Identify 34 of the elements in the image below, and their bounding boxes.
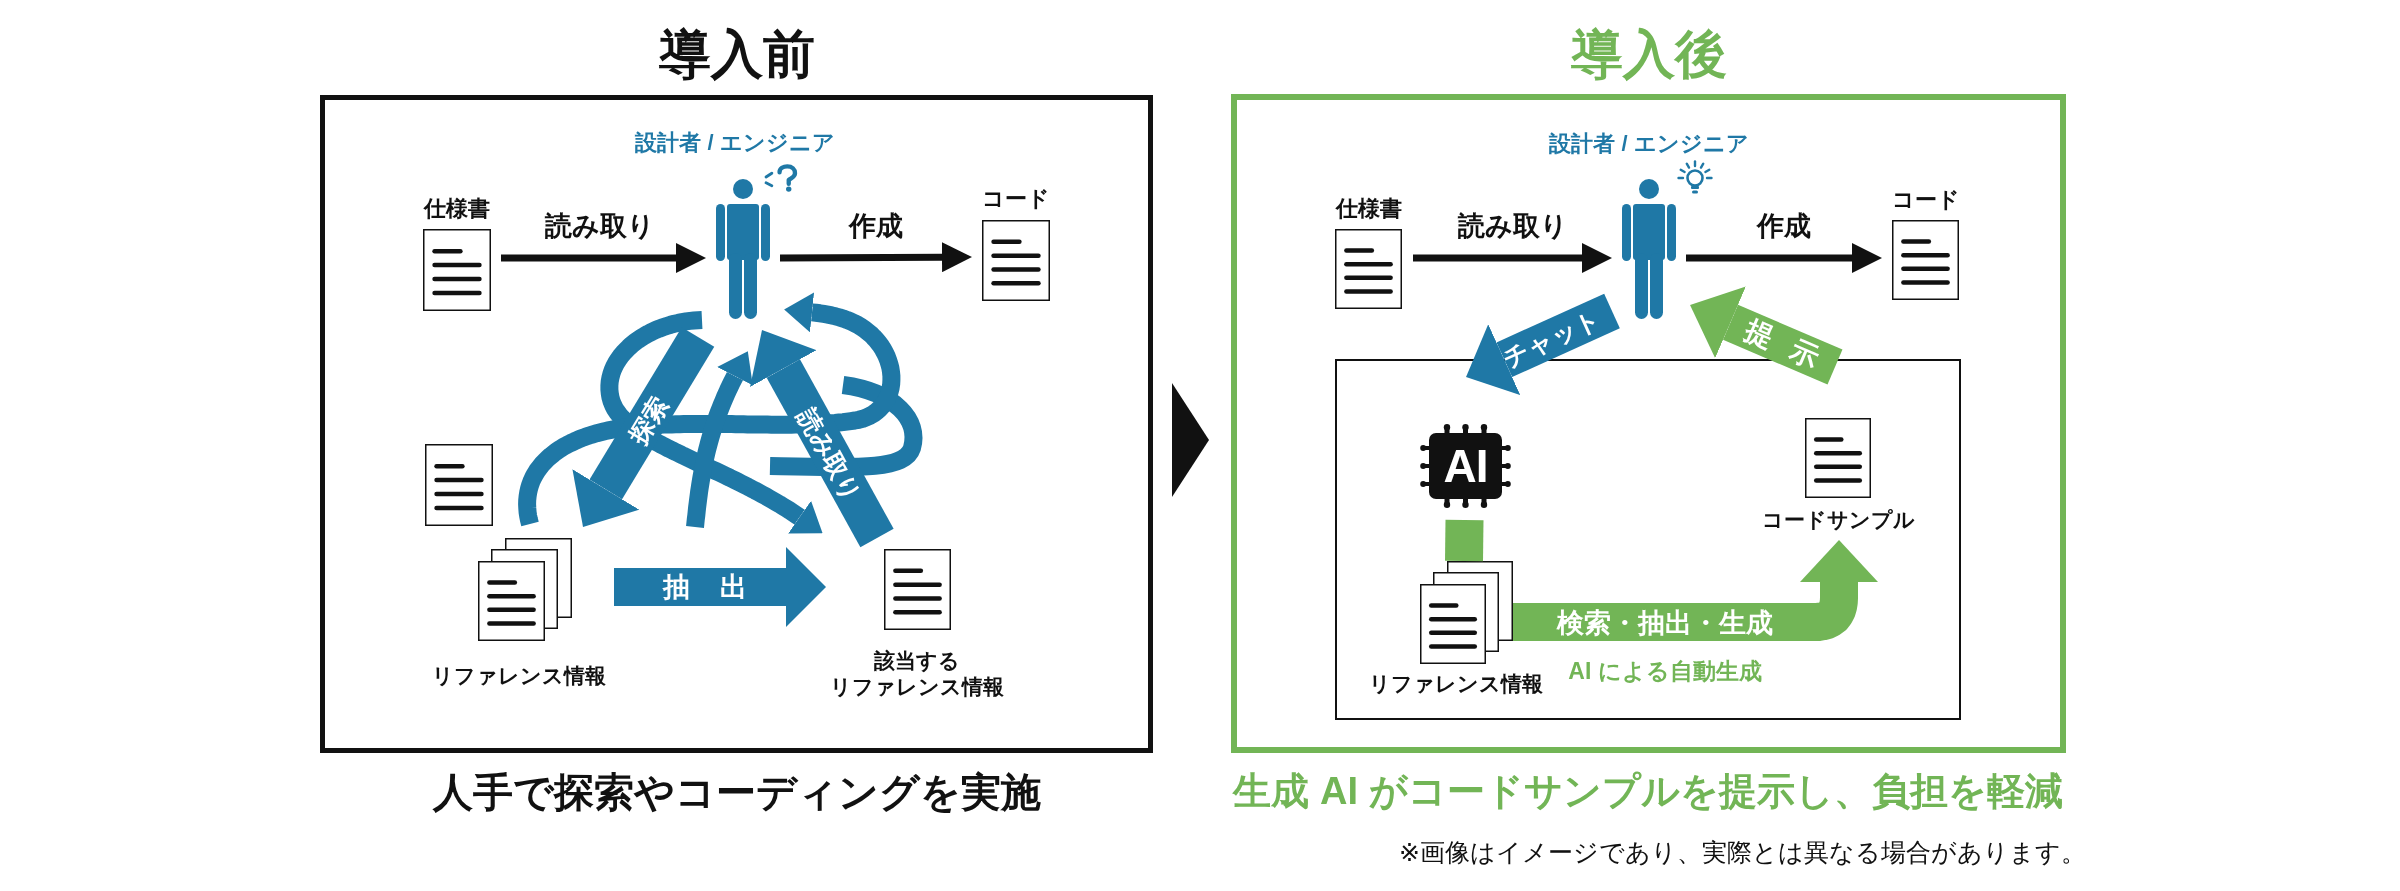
annotation-text: AI による自動生成 xyxy=(1568,656,1762,686)
edge-label: 検索・抽出・生成 xyxy=(1557,606,1773,640)
role-label: 設計者 / エンジニア xyxy=(1549,130,1749,158)
edge-label: 作成 xyxy=(849,209,903,243)
doc-label: リファレンス情報 xyxy=(1369,671,1543,697)
edge-label: チャット xyxy=(1498,302,1606,374)
edge-label: 作成 xyxy=(1757,209,1811,243)
chevron-arrow xyxy=(1172,383,1209,497)
edge-label: 探索 xyxy=(622,390,674,450)
edge-label: 読み取り xyxy=(792,403,868,507)
role-label: 設計者 / エンジニア xyxy=(635,129,835,157)
doc-label: 該当するリファレンス情報 xyxy=(829,648,1005,700)
edge-label: 提示 xyxy=(1739,313,1845,384)
edge-label: 抽出 xyxy=(661,570,777,604)
person-icon xyxy=(1622,179,1676,319)
edge-label: 読み取り xyxy=(1458,209,1568,243)
footnote: ※画像はイメージであり、実際とは異なる場合があります。 xyxy=(1399,837,2086,869)
panel-caption: 生成 AI がコードサンプルを提示し、負担を軽減 xyxy=(1233,769,2063,815)
panel-title: 導入前 xyxy=(658,24,815,84)
panel-title: 導入後 xyxy=(1570,24,1727,84)
edge-label: 読み取り xyxy=(545,209,655,243)
arrow xyxy=(572,327,715,528)
doc-label: リファレンス情報 xyxy=(432,663,606,689)
panel-caption: 人手で探索やコーディングを実施 xyxy=(433,769,1041,816)
connector-bar xyxy=(1445,519,1484,562)
person-icon xyxy=(716,179,770,319)
arrow xyxy=(614,547,826,627)
doc-label: コード xyxy=(1892,187,1960,213)
doc-label: コードサンプル xyxy=(1761,507,1915,533)
doc-label: 仕様書 xyxy=(424,196,490,222)
curved-arrow xyxy=(600,311,823,534)
document-icon xyxy=(425,444,493,526)
doc-label: コード xyxy=(982,186,1050,212)
doc-label: 仕様書 xyxy=(1336,196,1402,222)
